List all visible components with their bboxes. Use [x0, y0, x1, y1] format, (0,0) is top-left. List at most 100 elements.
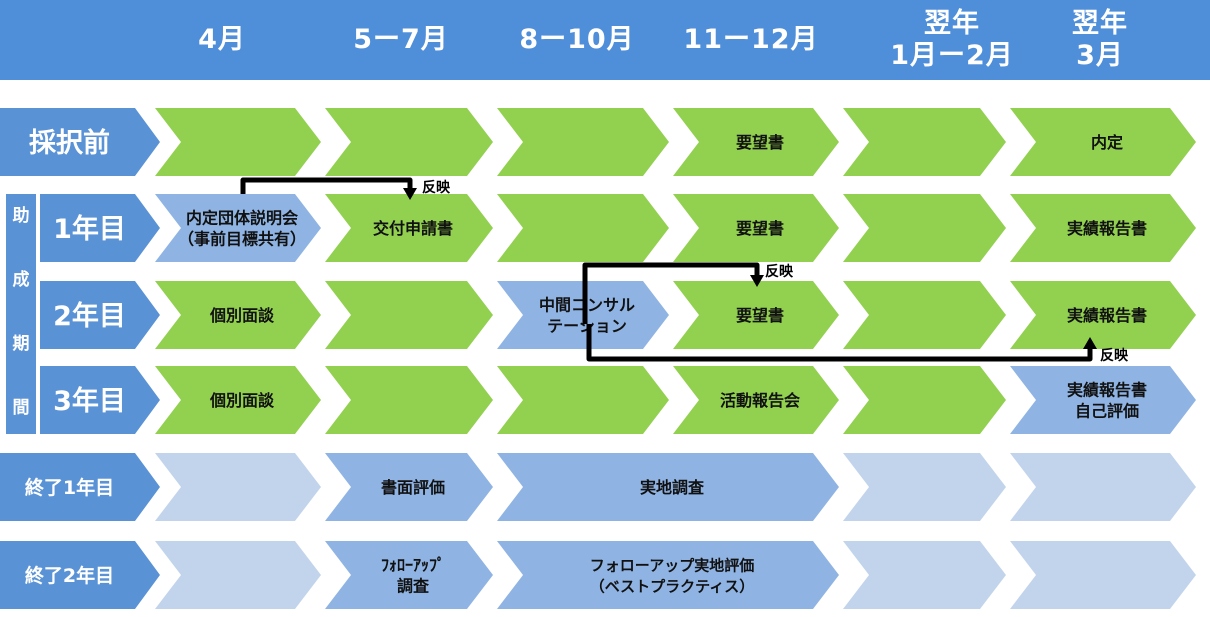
arrow-line	[240, 177, 413, 196]
schedule-cell: 活動報告会	[673, 366, 839, 434]
chevron-shape	[497, 541, 839, 609]
month-column-1: 4月	[132, 0, 312, 80]
cell-text: 実績報告書	[1067, 381, 1147, 400]
feedback-arrow-3: 反映	[586, 324, 1129, 364]
chevron-shape	[673, 194, 839, 262]
chevron-shape	[155, 366, 321, 434]
schedule-cell	[155, 453, 321, 521]
grant-period-bar	[6, 194, 36, 434]
schedule-cell: 個別面談	[155, 281, 321, 349]
chevron-shape	[155, 541, 321, 609]
grant-period-char: 期	[13, 334, 30, 354]
feedback-arrow-2: 反映	[582, 262, 794, 324]
cell-text: 個別面談	[209, 391, 275, 410]
row-label-2	[40, 194, 160, 262]
chevron-shape	[325, 194, 493, 262]
chevron-shape	[1010, 541, 1196, 609]
chevron-shape	[673, 108, 839, 176]
chevron-shape	[325, 108, 493, 176]
month-label-line: 8ー10月	[519, 24, 635, 55]
schedule-cell: 実績報告書	[1010, 281, 1196, 349]
timeline-header	[0, 0, 1210, 80]
chevron-shape	[155, 281, 321, 349]
chevron-shape	[1010, 281, 1196, 349]
schedule-cell: 内定	[1010, 108, 1196, 176]
cell-text: フォローアップ実地評価	[590, 557, 754, 575]
schedule-cell	[1010, 453, 1196, 521]
chevron-shape	[1010, 366, 1196, 434]
schedule-cell	[843, 366, 1006, 434]
schedule-cell: 要望書	[673, 108, 839, 176]
feedback-arrow-1: 反映	[240, 177, 451, 200]
row-label-text: 1年目	[53, 213, 126, 245]
schedule-cell	[325, 281, 493, 349]
cell-text: 内定団体説明会	[186, 209, 298, 228]
chevron-shape	[155, 194, 321, 262]
cell-text: （ベストプラクティス）	[590, 578, 754, 596]
month-label-line: 5ー7月	[353, 24, 449, 55]
chevron-shape	[497, 453, 839, 521]
chevron-shape	[325, 281, 493, 349]
schedule-cell	[1010, 541, 1196, 609]
schedule-cell: 要望書	[673, 194, 839, 262]
cell-text: 活動報告会	[720, 391, 800, 410]
arrowhead	[403, 188, 417, 200]
cell-text: 交付申請書	[373, 219, 453, 238]
schedule-cell	[843, 281, 1006, 349]
cell-text: 要望書	[736, 219, 784, 238]
schedule-cell: 個別面談	[155, 366, 321, 434]
schedule-cell	[843, 541, 1006, 609]
schedule-cell: 実地調査	[497, 453, 839, 521]
cell-text: 書面評価	[381, 478, 445, 497]
cell-text: 自己評価	[1075, 402, 1139, 421]
row-label-text: 終了2年目	[25, 564, 114, 587]
schedule-cell	[843, 194, 1006, 262]
chevron-shape	[155, 108, 321, 176]
chevron-shape	[843, 108, 1006, 176]
schedule-cell	[325, 108, 493, 176]
schedule-cell	[497, 108, 669, 176]
schedule-cell	[497, 366, 669, 434]
chevron-shape	[497, 108, 669, 176]
chevron-shape	[843, 366, 1006, 434]
schedule-cell	[155, 108, 321, 176]
cell-text: 実績報告書	[1067, 219, 1147, 238]
row-label-6	[0, 541, 160, 609]
schedule-cell	[155, 541, 321, 609]
schedule-cell: 実績報告書	[1010, 194, 1196, 262]
schedule-cell: 交付申請書	[325, 194, 493, 262]
cell-text: 実地調査	[640, 478, 704, 497]
month-label-line: 翌年	[924, 8, 980, 39]
month-label-line: 1月ー2月	[890, 40, 1014, 71]
month-column-2: 5ー7月	[311, 0, 491, 80]
row-label-4	[40, 366, 160, 434]
chevron-shape	[673, 366, 839, 434]
row-label-text: 終了1年目	[25, 476, 114, 499]
arrowhead	[750, 275, 764, 287]
schedule-cell	[843, 453, 1006, 521]
chevron-shape	[843, 453, 1006, 521]
row-label-5	[0, 453, 160, 521]
schedule-cell: 内定団体説明会（事前目標共有）	[155, 194, 321, 262]
row-label-1	[0, 108, 160, 176]
cell-text: 調査	[397, 577, 429, 596]
chevron-shape	[325, 453, 493, 521]
month-label-line: 翌年	[1072, 8, 1128, 39]
chevron-shape	[497, 366, 669, 434]
arrowhead	[1083, 337, 1097, 349]
schedule-cell: 書面評価	[325, 453, 493, 521]
feedback-label: 反映	[422, 179, 451, 196]
arrow-line	[582, 262, 760, 324]
chevron-shape	[497, 194, 669, 262]
cell-text: 個別面談	[209, 306, 275, 325]
grant-period-char: 成	[13, 269, 30, 290]
chevron-shape	[1010, 194, 1196, 262]
month-column-3: 8ー10月	[487, 0, 667, 80]
cell-text: 要望書	[736, 133, 784, 152]
arrow-line	[586, 324, 1093, 362]
month-column-4: 11ー12月	[661, 0, 841, 80]
